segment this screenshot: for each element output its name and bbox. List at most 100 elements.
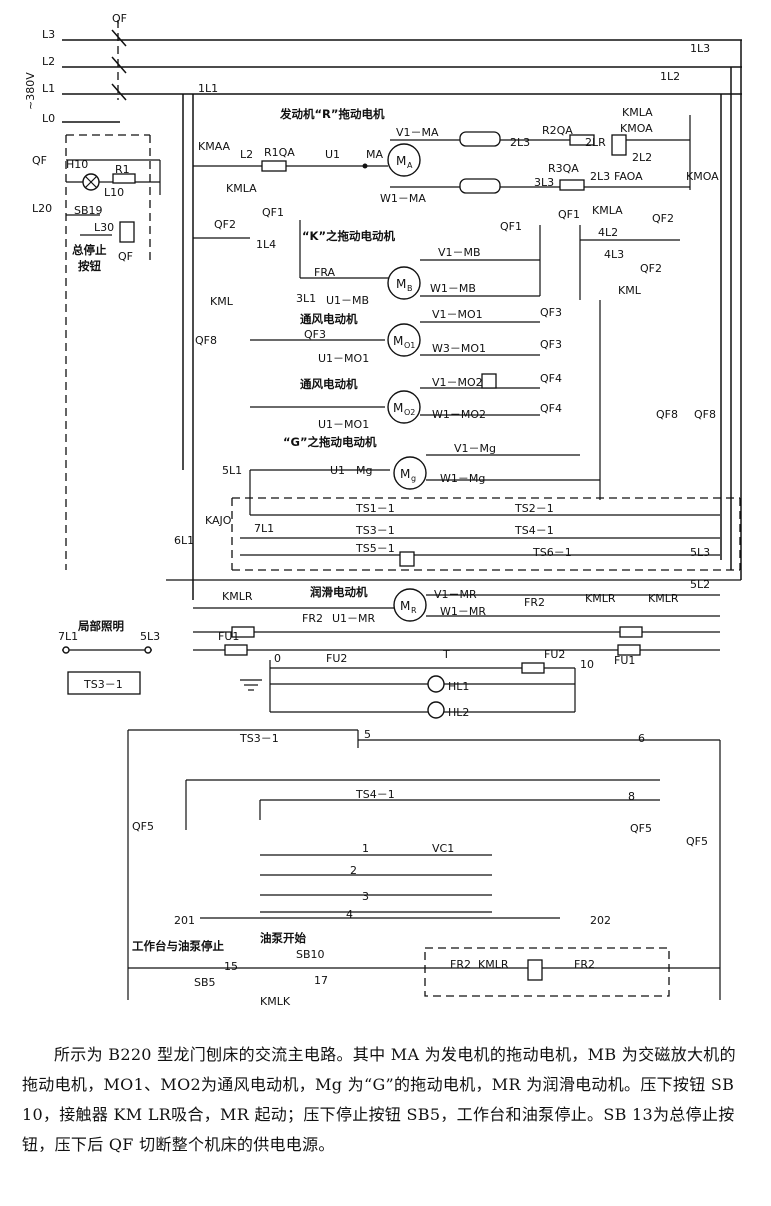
node-5: 5 (364, 728, 371, 741)
ts1-label: TS1－1 (355, 502, 395, 515)
motor-mg-symbol: M (400, 467, 410, 481)
power-buses (62, 20, 742, 600)
5l1-label: 5L1 (222, 464, 242, 477)
kmlr-left-label: KMLR (222, 590, 253, 603)
qf8-r1-label: QF8 (656, 408, 678, 421)
r3qa-label: R3QA (548, 162, 579, 175)
qf4b-label: QF4 (540, 402, 562, 415)
local-lighting (62, 646, 152, 695)
node-4: 4 (346, 908, 353, 921)
stop-text-2: 按钮 (78, 259, 101, 273)
qf1-right-label: QF1 (558, 208, 580, 221)
6l1-label: 6L1 (174, 534, 194, 547)
fu1-label: FU1 (218, 630, 239, 643)
v1-mr-label: V1－MR (434, 588, 477, 601)
motor-mo2-symbol: M (393, 401, 403, 415)
node-3: 3 (362, 890, 369, 903)
caption-paragraph: 所示为 B220 型龙门刨床的交流主电路。其中 MA 为发电机的拖动电机，MB … (22, 1045, 736, 1154)
fr2a-label: FR2 (450, 958, 471, 971)
control-circuit (127, 644, 721, 1000)
stop-button-label: 工作台与油泵停止 (132, 939, 224, 953)
kmlr2-label: KMLR (585, 592, 616, 605)
motor-mr-header: 润滑电动机 (310, 585, 368, 599)
node-6: 6 (638, 732, 645, 745)
qf1b-label: QF1 (500, 220, 522, 233)
node-201: 201 (174, 914, 195, 927)
3l1-label: 3L1 (296, 292, 316, 305)
motor-mr-sub: R (411, 606, 417, 615)
fu1b-label: FU1 (614, 654, 635, 667)
ts2-label: TS2－1 (514, 502, 554, 515)
transformer-section (166, 497, 741, 581)
lighting-ts3: TS3－1 (83, 678, 123, 691)
u1-mg-label: U1－Mg (330, 464, 373, 477)
sb19-label: SB19 (74, 204, 103, 217)
lighting-5l3: 5L3 (140, 630, 160, 643)
fu2b-label: FU2 (544, 648, 565, 661)
kmaa-label: KMAA (198, 140, 231, 153)
ts5-label: TS5－1 (355, 542, 395, 555)
motor-mo1-sub: O1 (404, 341, 415, 350)
4l2-label: 4L2 (598, 226, 618, 239)
bus-L2: L2 (42, 55, 55, 68)
motor-ma-header: 发动机“R”拖动电机 (279, 107, 385, 121)
t-label: T (442, 648, 450, 661)
bus-1L3: 1L3 (690, 42, 710, 55)
motor-mg-sub: g (411, 474, 416, 483)
qf5-right-label: QF5 (686, 835, 708, 848)
v1-mb-label: V1－MB (438, 246, 481, 259)
motor-mo1-circuit (250, 321, 540, 357)
fr2b-label: FR2 (574, 958, 595, 971)
qf3-r2-label: QF3 (540, 338, 562, 351)
bus-1L2: 1L2 (660, 70, 680, 83)
bus-L0: L0 (42, 112, 55, 125)
qf5-left-label: QF5 (132, 820, 154, 833)
1l4-label: 1L4 (256, 238, 276, 251)
node-202: 202 (590, 914, 611, 927)
u1-mo1-label: U1－MO1 (318, 352, 369, 365)
ts6-label: TS6－1 (532, 546, 572, 559)
motor-ma-circuit (193, 115, 691, 194)
2l2-label: 2L2 (632, 151, 652, 164)
3l3-label: 3L3 (534, 176, 554, 189)
w1-mr-label: W1－MR (440, 605, 486, 618)
left-panel (65, 134, 161, 570)
bus-L3: L3 (42, 28, 55, 41)
kmla-label: KMLA (226, 182, 257, 195)
ts3-label: TS3－1 (355, 524, 395, 537)
kmla-right-label: KMLA (622, 106, 653, 119)
qf8-left-label: QF8 (195, 334, 217, 347)
l20-label: L20 (32, 202, 52, 215)
fr2-left-label: FR2 (302, 612, 323, 625)
w1-mg-label: W1－Mg (440, 472, 485, 485)
node-8: 8 (628, 790, 635, 803)
voltage-label: ~380V (24, 72, 37, 110)
w3-mo1-label: W3－MO1 (432, 342, 486, 355)
faoa-label: FAOA (614, 170, 643, 183)
r1-label: R1 (115, 163, 130, 176)
circuit-diagram: L3 L2 L1 L0 ~380V QF 1L3 1L2 1L1 QF H10 … (24, 12, 742, 1008)
main-breaker-label: QF (112, 12, 127, 25)
motor-mr-circuit (193, 588, 720, 638)
sb5-label: SB5 (194, 976, 216, 989)
v1-mo2-label: V1－MO2 (432, 376, 483, 389)
motor-mo2-circuit (250, 373, 540, 424)
2l3-label: 2L3 (510, 136, 530, 149)
kmoa-b-label: KMOA (686, 170, 719, 183)
motor-mb-symbol: M (396, 277, 406, 291)
kml-right-label: KML (618, 284, 642, 297)
l10-label: L10 (104, 186, 124, 199)
kmlr3-label: KMLR (648, 592, 679, 605)
w1-ma-label: W1－MA (380, 192, 426, 205)
5l2-label: 5L2 (690, 578, 710, 591)
motor-ma-symbol: M (396, 154, 406, 168)
fra-label: FRA (314, 266, 336, 279)
motor-mo2-sub: O2 (404, 408, 415, 417)
u1-mb-label: U1－MB (326, 294, 369, 307)
u1-mo2-label: U1－MO1 (318, 418, 369, 431)
motor-mr-symbol: M (400, 599, 410, 613)
vc1-label: VC1 (432, 842, 454, 855)
h10-label: H10 (66, 158, 88, 171)
lighting-title: 局部照明 (77, 619, 124, 633)
hl2-label: HL2 (448, 706, 469, 719)
